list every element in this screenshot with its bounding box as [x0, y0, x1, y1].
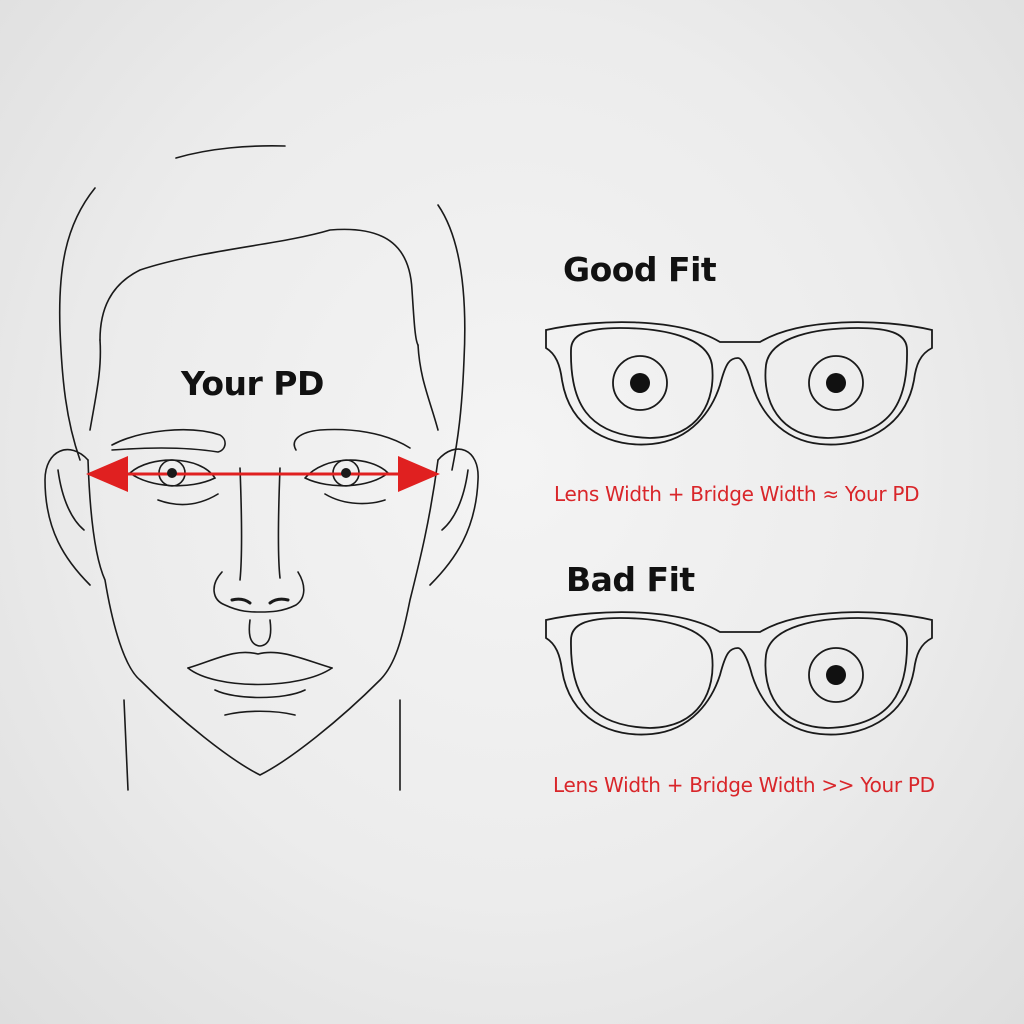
hair-stroke: [175, 145, 286, 159]
bad-fit-right-pupil: [826, 665, 846, 685]
bad-fit-title: Bad Fit: [566, 560, 695, 599]
bad-fit-formula: Lens Width + Bridge Width >> Your PD: [553, 773, 935, 797]
good-fit-right-pupil: [826, 373, 846, 393]
pd-label: Your PD: [181, 364, 324, 403]
good-fit-left-pupil: [630, 373, 650, 393]
good-fit-title: Good Fit: [563, 250, 717, 289]
good-fit-formula: Lens Width + Bridge Width ≈ Your PD: [554, 482, 920, 506]
